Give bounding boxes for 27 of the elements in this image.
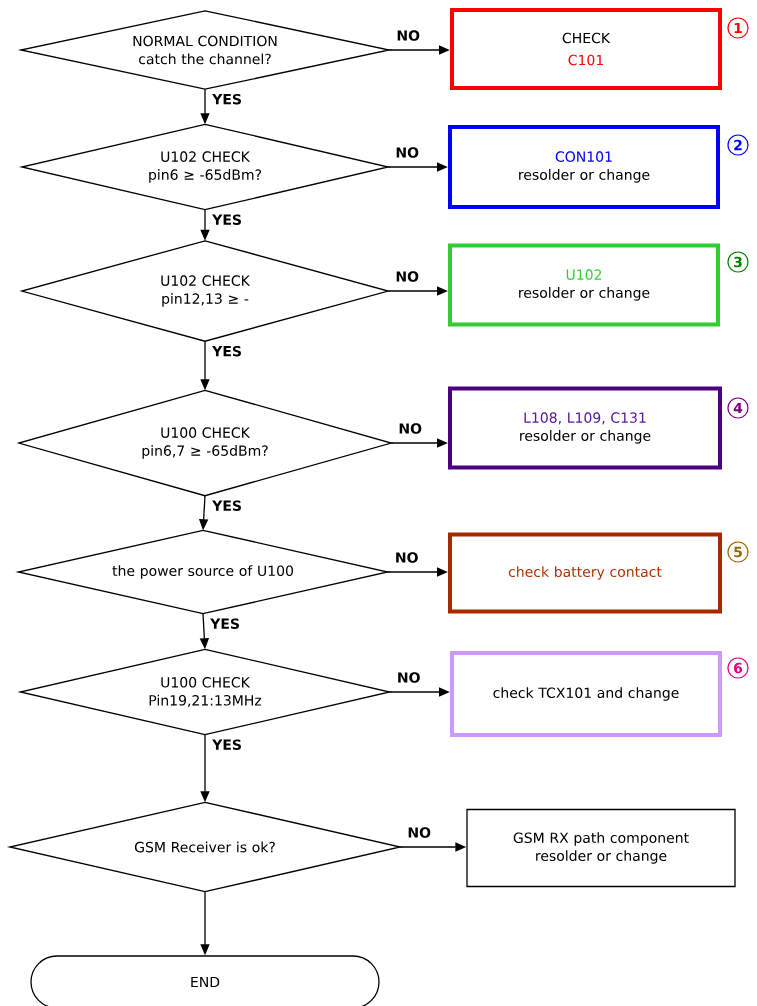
edge-label: YES bbox=[212, 214, 241, 225]
circled-number: 3 bbox=[727, 251, 749, 273]
process-box: CON101 resolder or change bbox=[448, 125, 720, 209]
circled-number: 5 bbox=[727, 541, 749, 563]
edge-label: NO bbox=[397, 30, 420, 41]
edge-label: NO bbox=[399, 423, 422, 434]
process-box: check TCX101 and change bbox=[450, 651, 722, 737]
edge-label: YES bbox=[212, 345, 241, 357]
edge-label: YES bbox=[212, 500, 241, 511]
process-box: U102 resolder or change bbox=[448, 243, 720, 327]
circled-number: 4 bbox=[727, 397, 749, 419]
process-box: GSM RX path component resolder or change bbox=[466, 808, 736, 888]
edge-label: NO bbox=[396, 271, 419, 282]
edge-label: NO bbox=[396, 552, 418, 563]
process-box: L108, L109, C131 resolder or change bbox=[448, 386, 722, 470]
edge-label: YES bbox=[212, 739, 241, 750]
edge-label: NO bbox=[396, 147, 419, 158]
edge-label: YES bbox=[212, 93, 241, 105]
process-box: check battery contact bbox=[448, 532, 722, 614]
end-terminal: END bbox=[30, 955, 380, 1006]
edge-label: NO bbox=[408, 827, 431, 838]
circled-number: 1 bbox=[727, 17, 749, 39]
edge-label: YES bbox=[210, 618, 239, 629]
circled-number: 6 bbox=[727, 657, 749, 679]
circled-number: 2 bbox=[727, 134, 749, 156]
process-box: CHECK C101 bbox=[450, 8, 722, 90]
edge-label: NO bbox=[398, 672, 420, 683]
